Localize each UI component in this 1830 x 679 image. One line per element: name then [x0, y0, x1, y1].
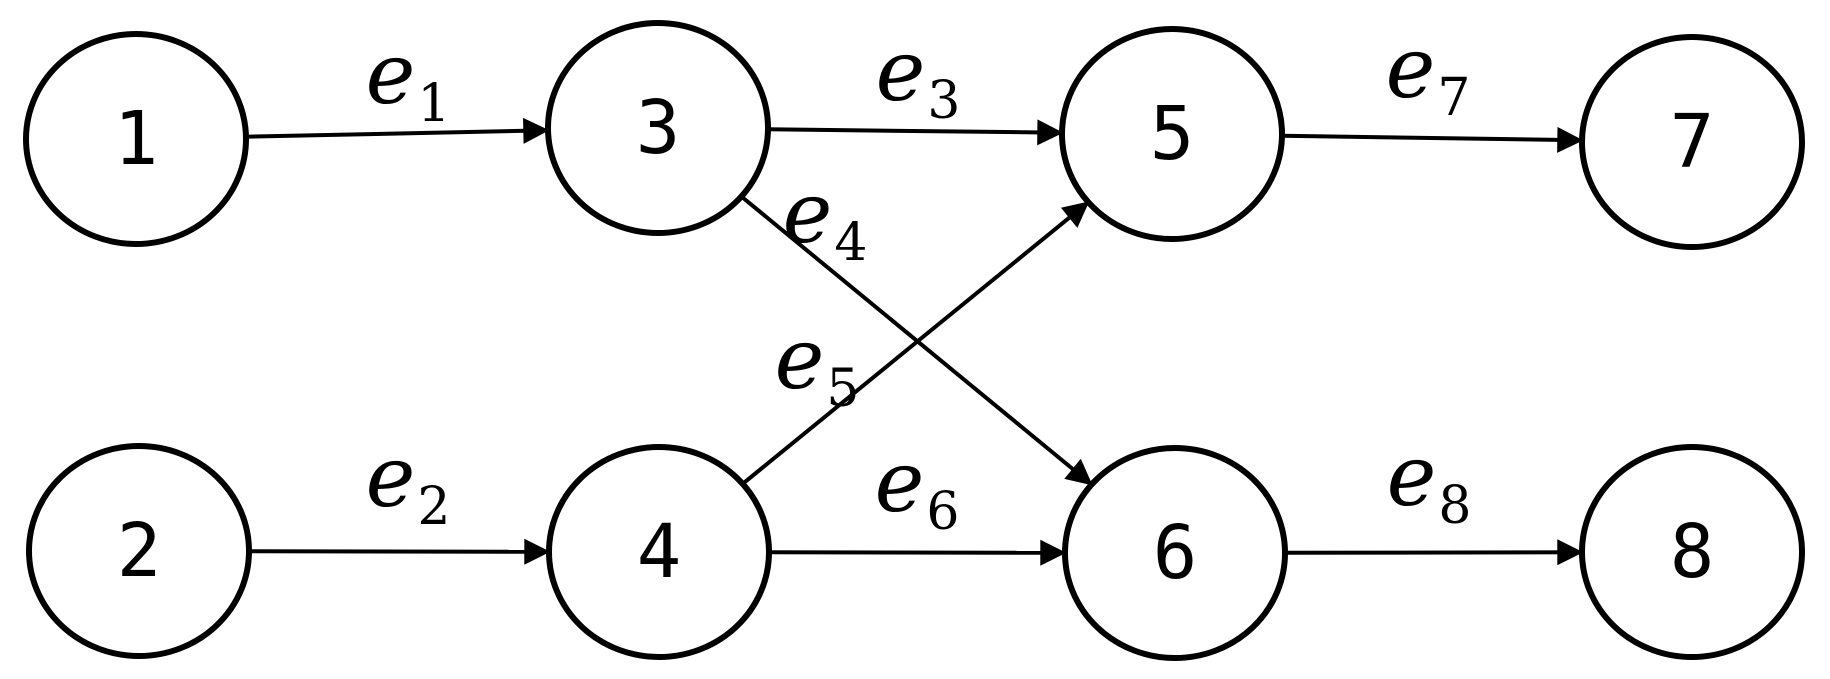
node-8-circle — [1579, 444, 1805, 660]
edge-e6-label: e6 — [875, 433, 960, 542]
edge-e5-label-main: e — [775, 310, 825, 408]
node-8-label: 8 — [1670, 509, 1715, 595]
node-7-label: 7 — [1670, 99, 1715, 185]
edge-e1-arrow-line — [245, 117, 550, 144]
node-2-label: 2 — [117, 508, 162, 594]
edge-e1-label-main: e — [366, 25, 416, 123]
edge-e7: e7 — [1281, 19, 1584, 153]
edge-e3: e3 — [767, 22, 1064, 146]
edge-e5-label-subscript: 5 — [826, 359, 859, 419]
edge-e2-label-subscript: 2 — [417, 477, 450, 537]
node-5-label: 5 — [1150, 91, 1195, 177]
node-6-label: 6 — [1153, 510, 1198, 596]
node-4-circle — [546, 444, 772, 660]
edge-e1-label: e1 — [366, 25, 451, 134]
node-5: 5 — [1059, 26, 1285, 242]
edge-e6: e6 — [768, 433, 1067, 566]
edge-e3-label-subscript: 3 — [927, 71, 960, 131]
node-7-circle — [1579, 34, 1805, 250]
edge-e7-arrow-line — [1281, 126, 1584, 153]
node-1-circle — [23, 31, 249, 247]
edge-e7-label-main: e — [1386, 19, 1436, 117]
node-6: 6 — [1062, 445, 1288, 661]
node-2: 2 — [26, 443, 252, 659]
edge-e3-label-main: e — [876, 22, 926, 120]
edge-e6-label-subscript: 6 — [926, 482, 959, 542]
edge-e2-label-main: e — [366, 428, 416, 526]
edge-e8-label-subscript: 8 — [1438, 476, 1471, 536]
edge-e1: e1 — [245, 25, 550, 144]
node-2-circle — [26, 443, 252, 659]
edge-e7-label-subscript: 7 — [1437, 68, 1470, 128]
edge-e2-label: e2 — [366, 428, 451, 537]
node-5-circle — [1059, 26, 1285, 242]
edge-e7-label: e7 — [1386, 19, 1471, 128]
edge-e5-arrow-line — [741, 200, 1090, 486]
edge-e2-arrow-line — [248, 538, 551, 565]
node-7: 7 — [1579, 34, 1805, 250]
edge-e6-arrow-line — [768, 539, 1067, 566]
edge-e2: e2 — [248, 428, 551, 565]
node-1-label: 1 — [114, 96, 159, 182]
edge-e4-label-subscript: 4 — [834, 213, 867, 273]
node-8: 8 — [1579, 444, 1805, 660]
node-3-circle — [545, 20, 771, 236]
node-3: 3 — [545, 20, 771, 236]
edge-e4-label: e4 — [783, 164, 868, 273]
edge-e5-label: e5 — [775, 310, 860, 419]
node-4: 4 — [546, 444, 772, 660]
edge-e3-label: e3 — [876, 22, 961, 131]
node-6-circle — [1062, 445, 1288, 661]
node-1: 1 — [23, 31, 249, 247]
edge-e8-arrow-line — [1284, 539, 1584, 566]
edge-e8-label: e8 — [1387, 427, 1472, 536]
node-3-label: 3 — [636, 85, 681, 171]
edge-e4-label-main: e — [783, 164, 833, 262]
edge-e5: e5 — [741, 200, 1090, 486]
edge-e8-label-main: e — [1387, 427, 1437, 525]
edge-e8: e8 — [1284, 427, 1584, 566]
edge-e1-label-subscript: 1 — [417, 74, 450, 134]
edge-e6-label-main: e — [875, 433, 925, 531]
node-4-label: 4 — [637, 509, 682, 595]
edge-e3-arrow-line — [767, 119, 1064, 146]
